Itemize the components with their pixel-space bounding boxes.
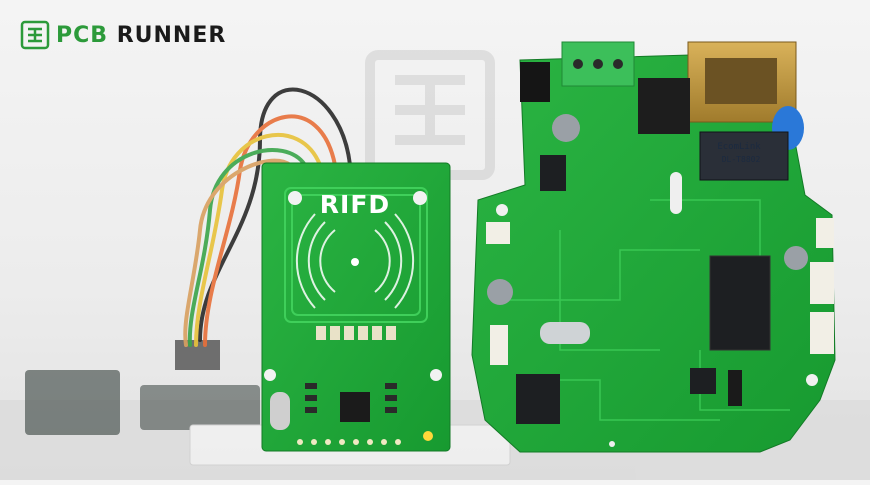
brand-logo: PCB RUNNER [20,20,226,50]
brand-name-part1: PCB [56,22,109,48]
jumper-wires [183,87,352,347]
rfid-board-label: RIFD [319,190,391,219]
rfid-board [261,162,451,452]
ethernet-chip-label-line2: DL-T8802 [721,155,761,164]
brand-name-part2: RUNNER [116,22,227,48]
circuit-chip-icon [20,20,50,50]
watermark-logo [365,50,495,180]
brand-name: PCB RUNNER [56,23,226,48]
main-pcb [471,41,836,453]
ethernet-chip-label-line1: EcomLink [717,142,761,152]
